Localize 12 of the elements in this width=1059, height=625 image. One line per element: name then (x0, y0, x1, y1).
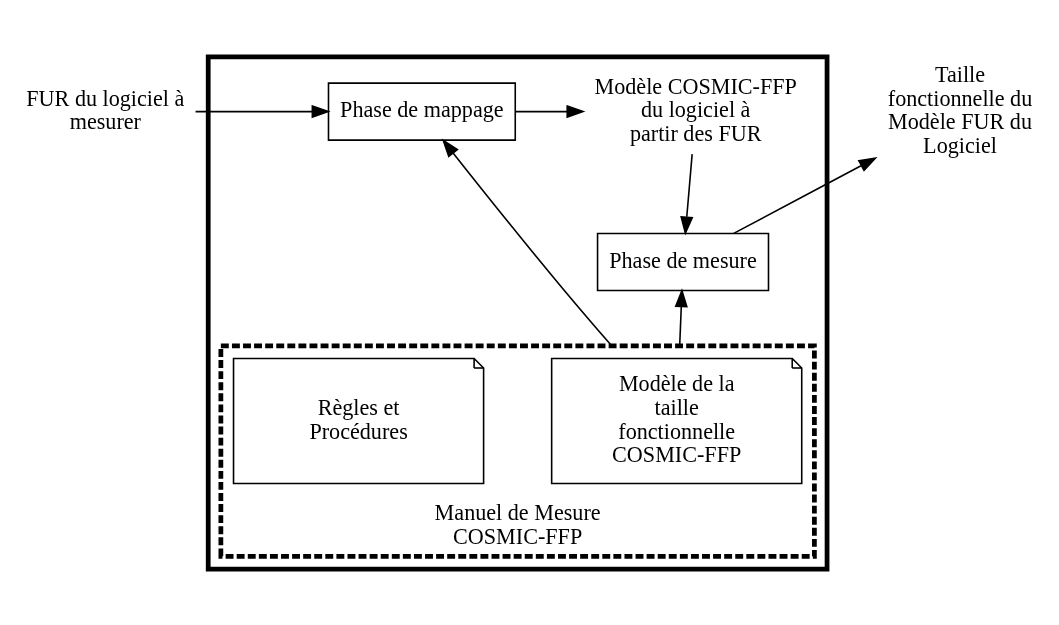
arrow (441, 138, 613, 347)
node-text: Taille fonctionnelle du Modèle FUR du Logiciel (887, 61, 1033, 158)
node-text: FUR du logiciel à mesurer (26, 85, 185, 134)
arrow (194, 104, 331, 118)
arrow (680, 152, 694, 235)
node-text: Modèle COSMIC-FFP du logiciel à partir des FUR (594, 73, 797, 146)
cluster (205, 54, 830, 571)
node-box: Phase de mesure (596, 232, 770, 291)
node-box: Phase de mappage (327, 81, 517, 141)
arrow (674, 287, 688, 347)
arrow (514, 104, 586, 118)
arrow (732, 156, 878, 234)
